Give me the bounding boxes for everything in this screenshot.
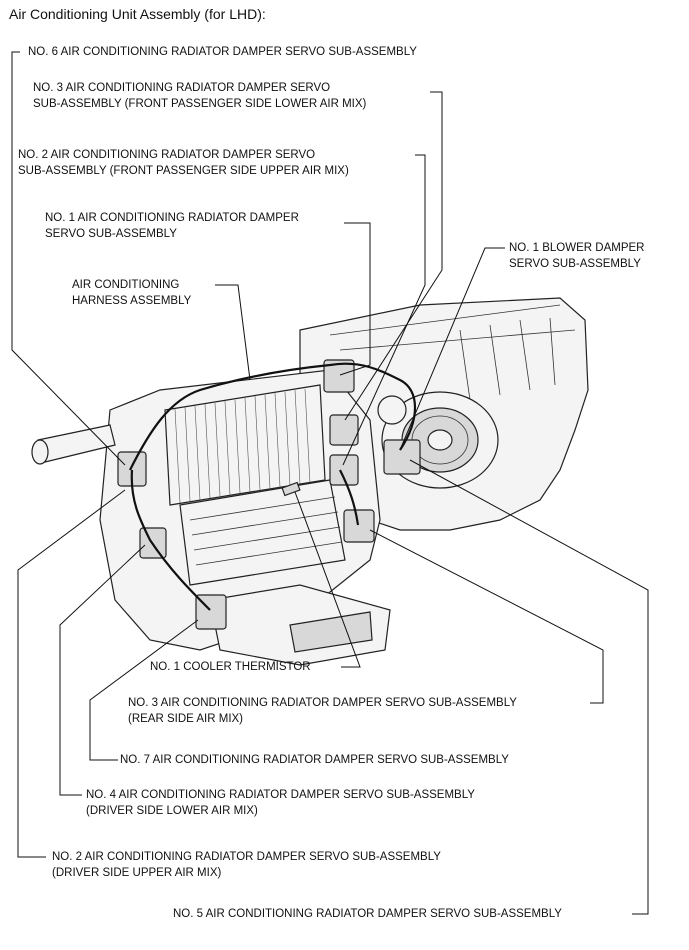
label-servo3-front-line2: SUB-ASSEMBLY (FRONT PASSENGER SIDE LOWER…: [33, 98, 367, 110]
label-servo4-line1: NO. 4 AIR CONDITIONING RADIATOR DAMPER S…: [86, 789, 475, 801]
label-servo3-rear-line2: (REAR SIDE AIR MIX): [128, 713, 244, 725]
label-servo4-line2: (DRIVER SIDE LOWER AIR MIX): [86, 805, 258, 817]
label-servo3-rear: NO. 3 AIR CONDITIONING RADIATOR DAMPER S…: [128, 695, 517, 727]
label-harness: AIR CONDITIONING HARNESS ASSEMBLY: [72, 277, 191, 309]
label-thermistor: NO. 1 COOLER THERMISTOR: [150, 659, 311, 675]
label-harness-line1: AIR CONDITIONING: [72, 279, 180, 291]
diagram-title: Air Conditioning Unit Assembly (for LHD)…: [9, 6, 266, 22]
label-servo2-front: NO. 2 AIR CONDITIONING RADIATOR DAMPER S…: [18, 147, 349, 179]
leader-servo2-driver: [17, 489, 126, 858]
label-servo3-rear-line1: NO. 3 AIR CONDITIONING RADIATOR DAMPER S…: [128, 697, 517, 709]
label-servo4: NO. 4 AIR CONDITIONING RADIATOR DAMPER S…: [86, 787, 475, 819]
label-servo1-line1: NO. 1 AIR CONDITIONING RADIATOR DAMPER: [45, 212, 299, 224]
label-blower-servo-line2: SERVO SUB-ASSEMBLY: [509, 258, 641, 270]
leader-servo7: [89, 619, 199, 761]
label-servo6-line1: NO. 6 AIR CONDITIONING RADIATOR DAMPER S…: [28, 46, 417, 58]
label-harness-line2: HARNESS ASSEMBLY: [72, 295, 192, 307]
leader-blower: [399, 247, 505, 451]
ac-unit-illustration: [31, 297, 589, 666]
label-servo6: NO. 6 AIR CONDITIONING RADIATOR DAMPER S…: [28, 44, 417, 60]
evaporator-fins: [174, 388, 311, 504]
leader-lines: [11, 51, 649, 915]
label-servo2-driver-line1: NO. 2 AIR CONDITIONING RADIATOR DAMPER S…: [52, 851, 441, 863]
label-servo5: NO. 5 AIR CONDITIONING RADIATOR DAMPER S…: [173, 906, 562, 922]
label-servo2-front-line2: SUB-ASSEMBLY (FRONT PASSENGER SIDE UPPER…: [18, 165, 349, 177]
leader-servo5: [409, 459, 649, 915]
label-blower-servo: NO. 1 BLOWER DAMPER SERVO SUB-ASSEMBLY: [509, 240, 644, 272]
leader-servo3-front: [344, 91, 443, 421]
label-servo5-line1: NO. 5 AIR CONDITIONING RADIATOR DAMPER S…: [173, 908, 562, 920]
leader-servo6: [11, 51, 126, 466]
label-blower-servo-line1: NO. 1 BLOWER DAMPER: [509, 242, 645, 254]
label-servo3-front-line1: NO. 3 AIR CONDITIONING RADIATOR DAMPER S…: [33, 82, 331, 94]
label-servo3-front: NO. 3 AIR CONDITIONING RADIATOR DAMPER S…: [33, 80, 366, 112]
label-thermistor-line1: NO. 1 COOLER THERMISTOR: [150, 661, 311, 673]
leader-thermistor: [294, 491, 361, 668]
leader-servo3-rear: [369, 529, 604, 704]
label-servo1-line2: SERVO SUB-ASSEMBLY: [45, 228, 177, 240]
leader-servo1: [339, 222, 371, 376]
leader-harness: [215, 284, 251, 381]
leader-servo2-front: [342, 154, 426, 466]
leader-servo4: [59, 544, 146, 796]
label-servo2-driver-line2: (DRIVER SIDE UPPER AIR MIX): [52, 867, 222, 879]
label-servo1: NO. 1 AIR CONDITIONING RADIATOR DAMPER S…: [45, 210, 299, 242]
label-servo7: NO. 7 AIR CONDITIONING RADIATOR DAMPER S…: [120, 752, 509, 768]
label-servo2-driver: NO. 2 AIR CONDITIONING RADIATOR DAMPER S…: [52, 849, 441, 881]
label-servo7-line1: NO. 7 AIR CONDITIONING RADIATOR DAMPER S…: [120, 754, 509, 766]
label-servo2-front-line1: NO. 2 AIR CONDITIONING RADIATOR DAMPER S…: [18, 149, 316, 161]
